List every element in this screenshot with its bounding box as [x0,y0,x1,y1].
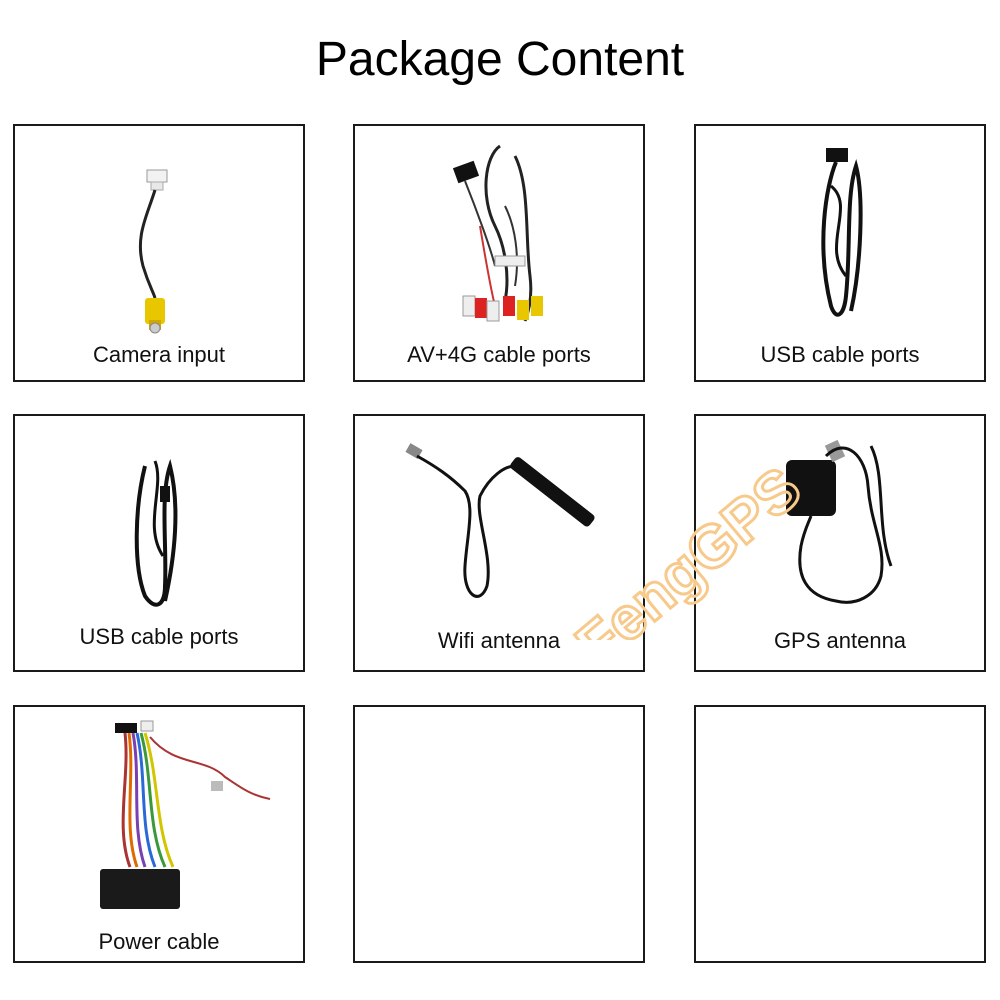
usb-cable-icon [821,148,863,317]
item-label: Power cable [98,929,220,954]
rca-camera-cable-icon [138,169,168,334]
item-wifi-antenna: Wifi antenna [353,414,645,672]
item-camera-input: Camera input [13,124,305,382]
av-rca-harness-icon [452,144,543,322]
item-usb-cable-ports-2: USB cable ports [13,414,305,672]
item-empty-2 [694,705,986,963]
usb-cable-icon [134,458,178,607]
item-usb-cable-ports-1: USB cable ports [694,124,986,382]
item-av-4g-cable-ports: AV+4G cable ports [353,124,645,382]
item-label: USB cable ports [760,342,920,367]
item-power-cable: Power cable [13,705,305,963]
page-title: Package Content [315,33,685,86]
item-label: AV+4G cable ports [407,342,591,367]
item-label: Camera input [92,342,226,367]
item-label: USB cable ports [79,624,239,649]
item-label: Wifi antenna [437,628,561,653]
item-label: GPS antenna [773,628,907,653]
gps-antenna-icon [786,439,893,604]
wifi-antenna-icon [405,443,595,598]
item-empty-1 [353,705,645,963]
power-harness-icon [100,720,271,909]
item-gps-antenna: GPS antenna [694,414,986,672]
